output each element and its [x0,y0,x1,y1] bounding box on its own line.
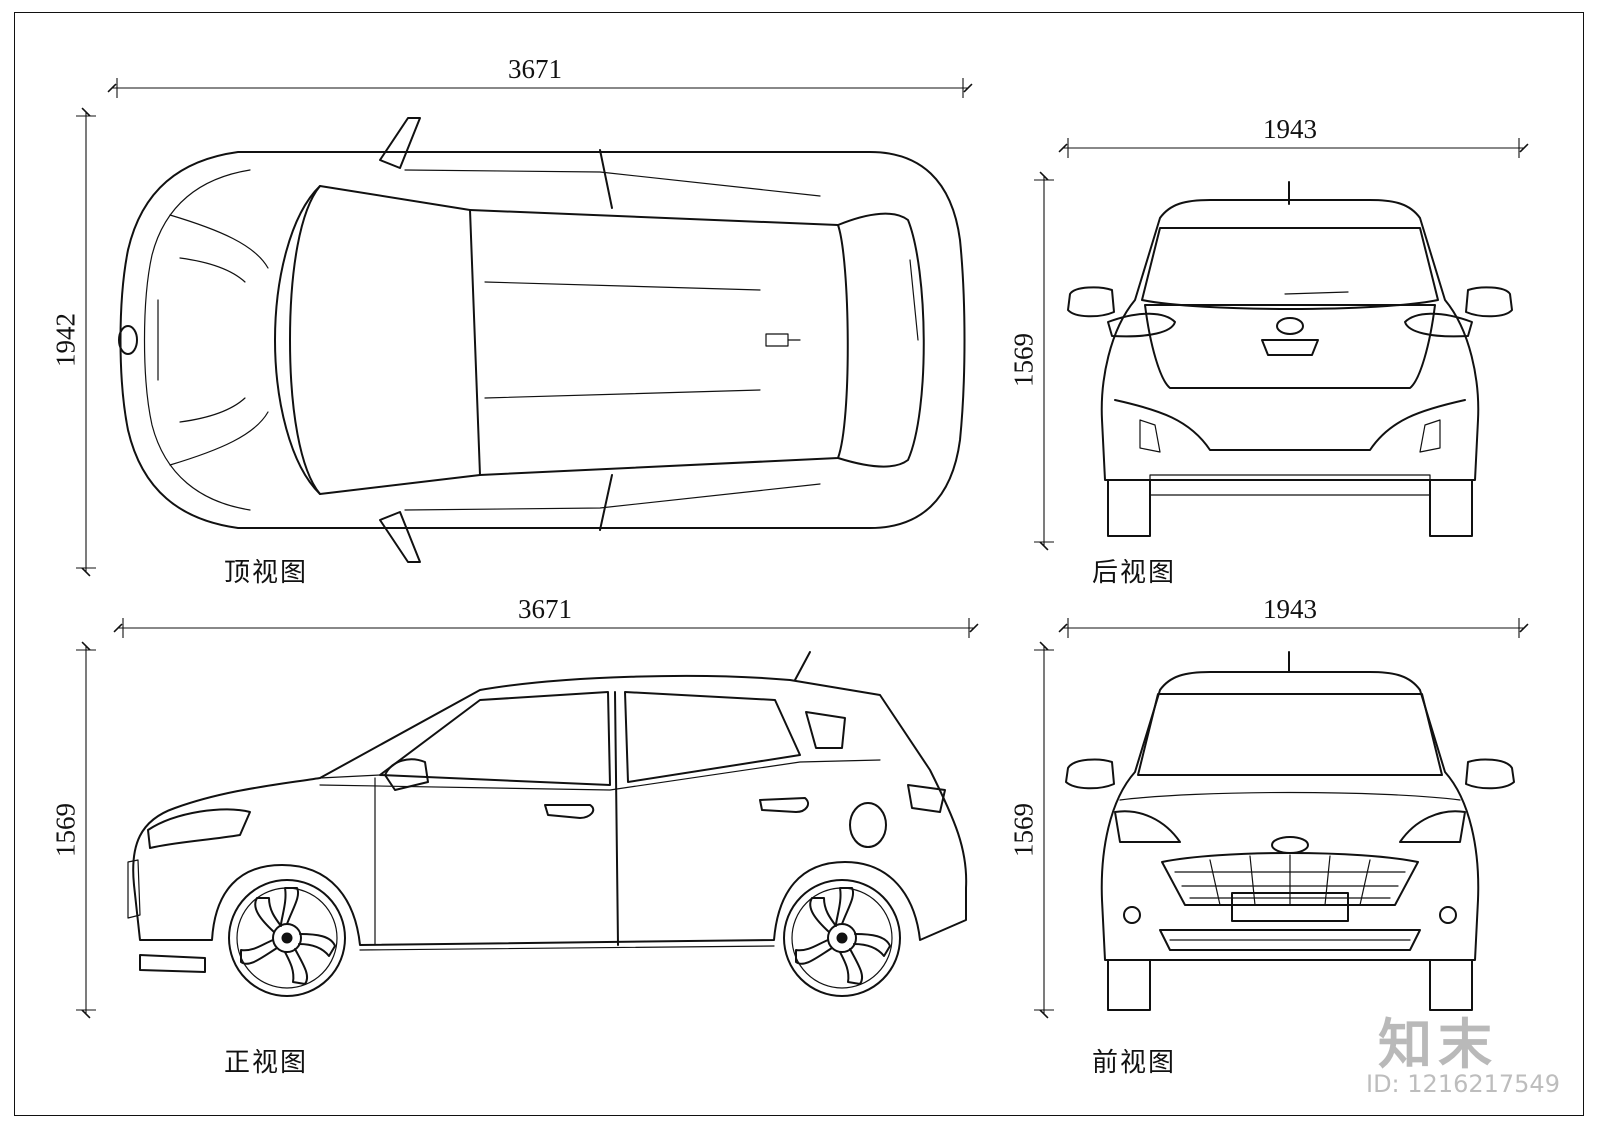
rear-view-caption: 后视图 [1092,558,1177,588]
top-width-dimension [76,107,96,577]
top-width-label: 1942 [50,313,81,367]
rear-view [1034,138,1529,551]
rear-wheel [783,879,901,997]
side-view [76,618,979,1019]
drawing-frame [14,12,1584,1116]
side-height-label: 1569 [50,803,81,857]
front-height-label: 1569 [1008,803,1039,857]
watermark-logo: 知末 [1378,1013,1498,1076]
top-view [76,78,973,577]
side-height-dimension [76,641,96,1019]
front-width-label: 1943 [1263,594,1317,624]
front-view-caption: 前视图 [1092,1048,1177,1078]
front-width-dimension [1058,618,1529,638]
top-length-dimension [107,78,973,98]
image-id-label: ID: 1216217549 [1366,1070,1560,1098]
side-view-caption: 正视图 [224,1048,309,1078]
rear-width-label: 1943 [1263,114,1317,144]
rear-height-dimension [1034,171,1054,551]
top-length-label: 3671 [508,54,562,84]
front-view [1034,618,1529,1019]
front-wheel [228,879,346,997]
front-height-dimension [1034,641,1054,1019]
top-view-caption: 顶视图 [224,558,309,588]
rear-width-dimension [1058,138,1529,158]
side-length-dimension [113,618,979,638]
rear-height-label: 1569 [1008,333,1039,387]
side-length-label: 3671 [518,594,572,624]
